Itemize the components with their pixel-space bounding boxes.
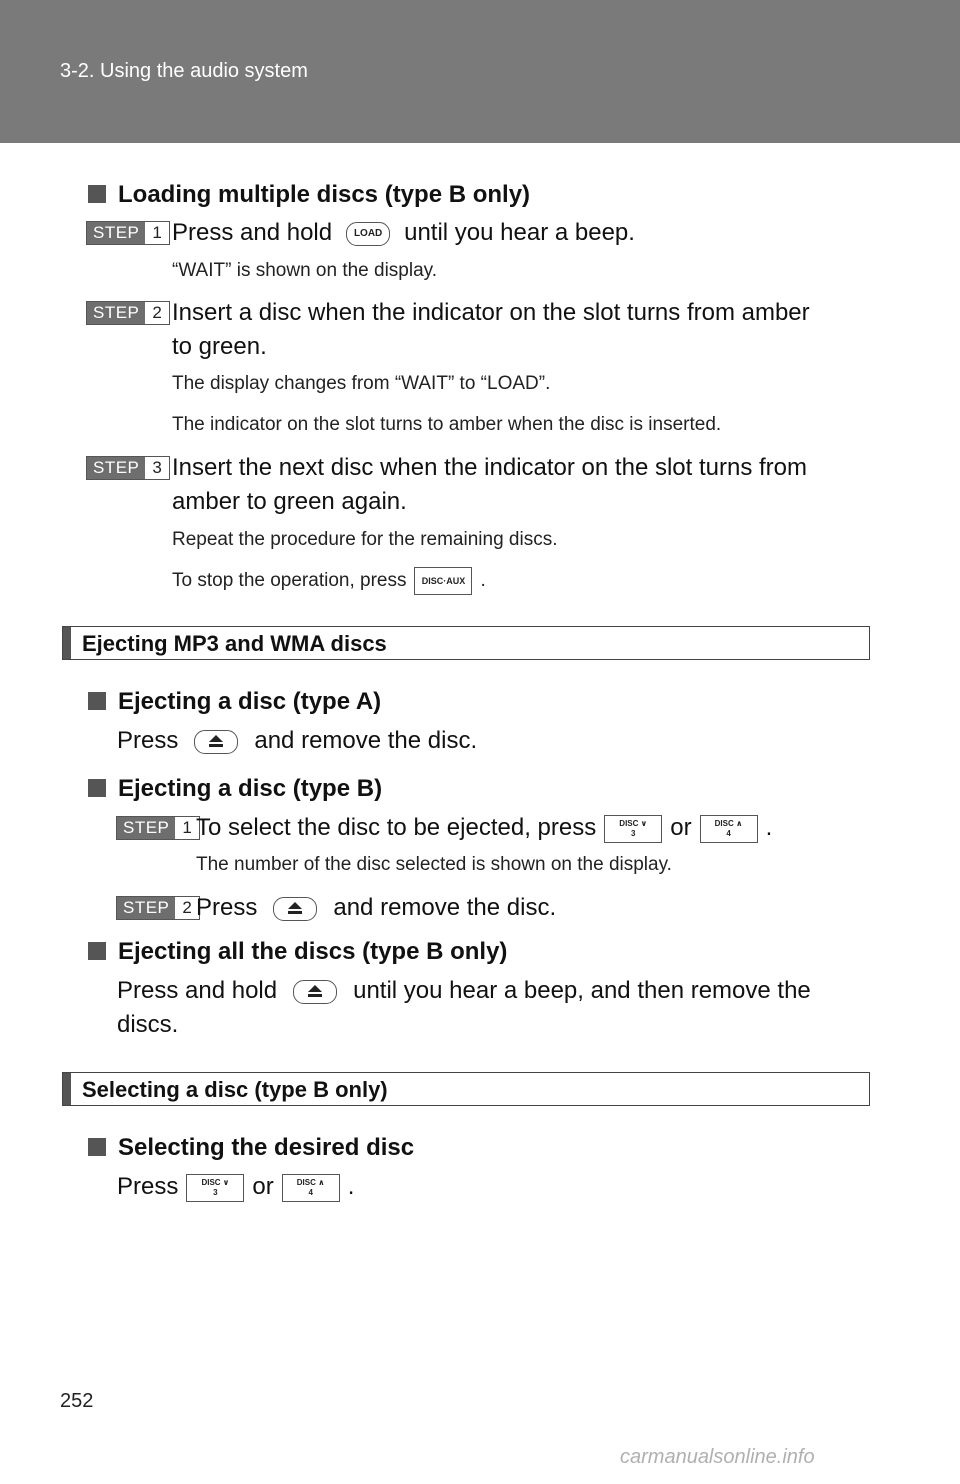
disc-down-button-icon: DISC ∨3: [186, 1173, 245, 1202]
select-heading: Selecting the desired disc: [88, 1134, 414, 1162]
eject-all-line2: discs.: [117, 1011, 179, 1038]
disc-up-button-icon: DISC ∧4: [281, 1173, 340, 1202]
loading-step3-line2: amber to green again.: [172, 488, 407, 515]
eject-typeB-heading: Ejecting a disc (type B): [88, 775, 382, 803]
eject-button-icon: [293, 979, 338, 1004]
eject-button-icon: [194, 729, 239, 754]
disc-up-button-icon: DISC ∧4: [699, 814, 758, 843]
eject-typeA-heading: Ejecting a disc (type A): [88, 688, 381, 716]
loading-step2-line2: to green.: [172, 333, 267, 360]
loading-step2-line1: Insert a disc when the indicator on the …: [172, 299, 810, 326]
square-bullet-icon: [88, 942, 106, 960]
page-header: 3-2. Using the audio system: [0, 0, 960, 143]
load-button-icon: LOAD: [346, 221, 391, 246]
section-ejecting-title: Ejecting MP3 and WMA discs: [82, 631, 387, 656]
disc-aux-button-icon: DISC·AUX: [414, 567, 473, 595]
square-bullet-icon: [88, 779, 106, 797]
eject-typeB-step1-note: The number of the disc selected is shown…: [196, 854, 672, 875]
loading-step2-note1: The display changes from “WAIT” to “LOAD…: [172, 373, 551, 394]
page-number: 252: [60, 1390, 94, 1412]
loading-step1-note: “WAIT” is shown on the display.: [172, 260, 438, 281]
loading-step3-note1: Repeat the procedure for the remaining d…: [172, 529, 558, 550]
watermark: carmanualsonline.info: [620, 1446, 815, 1468]
loading-heading: Loading multiple discs (type B only): [88, 181, 530, 209]
section-ejecting: Ejecting MP3 and WMA discs: [62, 626, 870, 660]
section-selecting-title: Selecting a disc (type B only): [82, 1077, 388, 1102]
square-bullet-icon: [88, 692, 106, 710]
square-bullet-icon: [88, 185, 106, 203]
loading-step3-line1: Insert the next disc when the indicator …: [172, 454, 807, 481]
section-selecting: Selecting a disc (type B only): [62, 1072, 870, 1106]
loading-step2-note2: The indicator on the slot turns to amber…: [172, 414, 722, 435]
square-bullet-icon: [88, 1138, 106, 1156]
eject-all-heading: Ejecting all the discs (type B only): [88, 938, 507, 966]
eject-button-icon: [273, 896, 318, 921]
header-title: 3-2. Using the audio system: [60, 60, 308, 82]
disc-down-button-icon: DISC ∨3: [604, 814, 663, 843]
